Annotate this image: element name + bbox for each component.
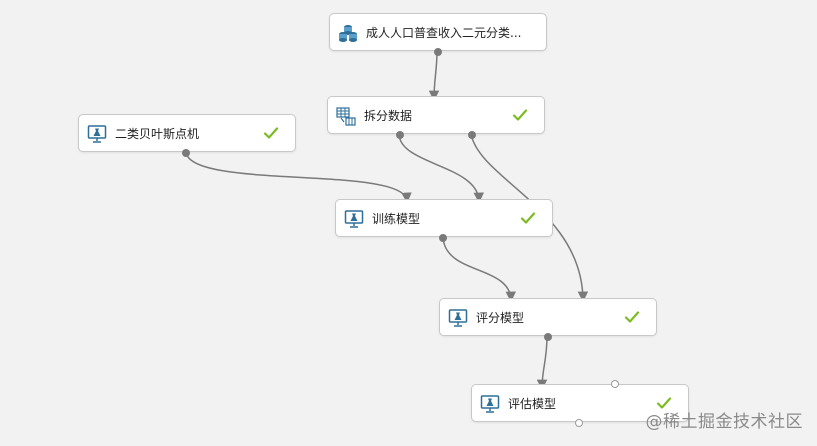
node-label: 二类贝叶斯点机	[115, 127, 200, 141]
node-bayes-point-machine[interactable]: 二类贝叶斯点机	[78, 114, 296, 157]
check-icon	[656, 397, 672, 409]
check-icon	[624, 311, 640, 323]
check-icon	[520, 212, 536, 224]
output-port[interactable]	[575, 419, 583, 427]
node-label: 评估模型	[508, 397, 557, 411]
output-port[interactable]	[544, 333, 552, 341]
edge-bayes-to-train[interactable]	[185, 151, 412, 204]
node-label: 拆分数据	[364, 109, 413, 123]
output-port[interactable]	[439, 234, 447, 242]
output-port-right[interactable]	[468, 131, 476, 139]
model-icon	[448, 309, 468, 327]
output-port-left[interactable]	[396, 131, 404, 139]
node-dataset[interactable]: 成人人口普查收入二元分类...	[329, 13, 547, 56]
edge-split-to-train[interactable]	[398, 133, 484, 204]
node-split-data[interactable]: 拆分数据	[327, 96, 545, 139]
dataset-icon	[339, 25, 357, 42]
node-score-model[interactable]: 评分模型	[439, 298, 657, 341]
check-icon	[263, 127, 279, 139]
model-icon	[344, 210, 364, 228]
edge-train-to-score[interactable]	[442, 236, 516, 303]
output-port[interactable]	[434, 48, 442, 56]
node-label: 评分模型	[476, 311, 525, 325]
node-train-model[interactable]: 训练模型	[335, 199, 553, 242]
check-icon	[512, 109, 528, 121]
edge-score-to-evaluate[interactable]	[536, 335, 548, 391]
model-icon	[480, 395, 500, 413]
node-evaluate-model[interactable]: 评估模型	[471, 380, 689, 427]
node-label: 成人人口普查收入二元分类...	[366, 26, 522, 40]
input-port-right[interactable]	[611, 380, 619, 388]
watermark: @稀土掘金技术社区	[645, 412, 803, 432]
split-data-icon	[336, 107, 356, 126]
node-label: 训练模型	[372, 212, 421, 226]
edge-dataset-to-split[interactable]	[428, 50, 440, 102]
output-port[interactable]	[182, 149, 190, 157]
model-icon	[87, 125, 107, 143]
